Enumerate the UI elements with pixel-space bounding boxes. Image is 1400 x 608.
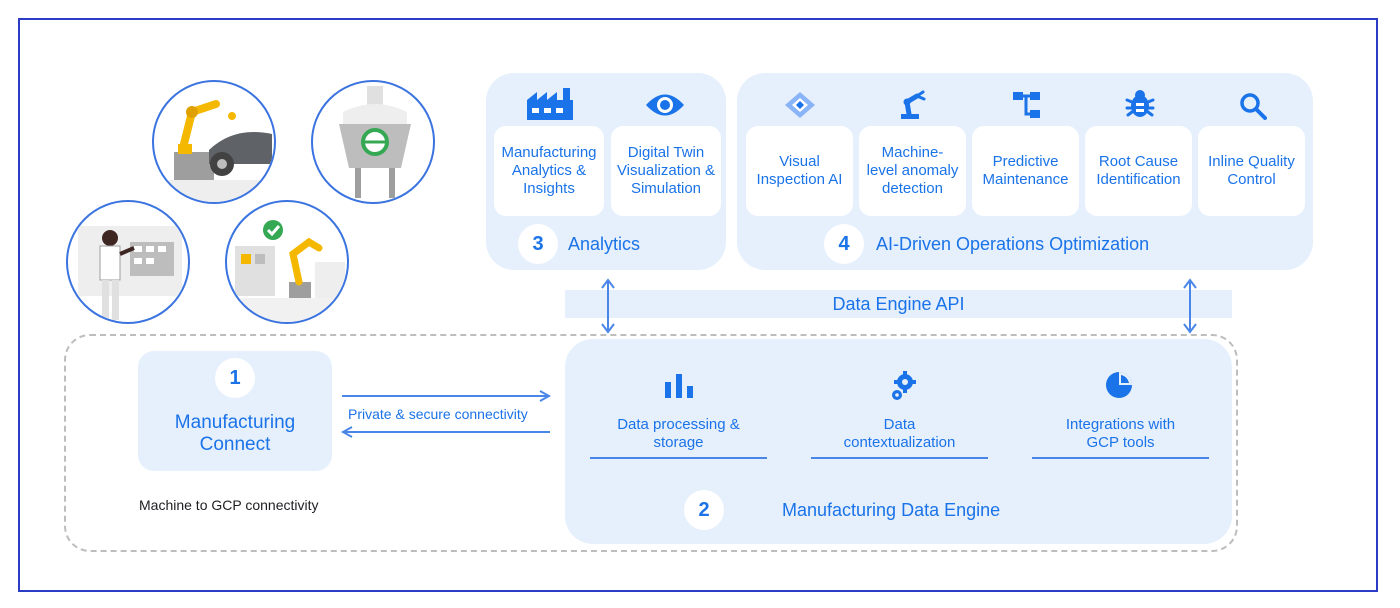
bar-chart-icon <box>665 374 693 398</box>
tank-machine-illustration <box>311 80 435 204</box>
card-digital-twin: Digital Twin Visualization & Simulation <box>611 126 721 216</box>
card-visual-inspection: Visual Inspection AI <box>746 126 853 216</box>
card-manufacturing-analytics: Manufacturing Analytics & Insights <box>494 126 604 216</box>
step-number-1: 1 <box>215 358 255 398</box>
api-arrow-ai-ops <box>1183 278 1197 334</box>
factory-icon <box>527 88 573 120</box>
data-engine-api-bar <box>565 290 1232 318</box>
card-predictive-maintenance: Predictive Maintenance <box>972 126 1079 216</box>
feature-data-contextualization: Data contextualization <box>843 416 956 451</box>
feature-gcp-integrations: Integrations with GCP tools <box>1065 416 1176 451</box>
robot-welding-illustration <box>152 80 276 204</box>
connectivity-caption: Machine to GCP connectivity <box>139 497 319 513</box>
step-number-2: 2 <box>684 490 724 530</box>
connectivity-link-label: Private & secure connectivity <box>348 406 528 422</box>
bug-icon <box>1125 90 1155 117</box>
pie-chart-icon <box>1106 372 1132 398</box>
manufacturing-connect-title: Manufacturing Connect <box>174 412 296 455</box>
gear-icon <box>892 371 916 400</box>
feature-data-processing: Data processing & storage <box>617 416 740 451</box>
ai-ops-title: AI-Driven Operations Optimization <box>876 234 1150 254</box>
feature-underline-2 <box>811 457 988 459</box>
feature-underline-3 <box>1032 457 1209 459</box>
analytics-title: Analytics <box>568 234 641 254</box>
diagram-frame <box>18 18 1378 592</box>
robot-assembly-illustration <box>225 200 349 324</box>
step-number-3: 3 <box>518 224 558 264</box>
hierarchy-icon <box>1013 92 1040 118</box>
connectivity-arrows <box>340 390 552 438</box>
step-number-4: 4 <box>824 224 864 264</box>
data-engine-api-label: Data Engine API <box>832 294 965 314</box>
card-inline-quality: Inline Quality Control <box>1198 126 1305 216</box>
eye-icon <box>646 94 684 116</box>
search-icon <box>1240 93 1267 120</box>
api-arrow-analytics <box>601 278 615 334</box>
inspection-diamond-icon <box>785 92 815 118</box>
card-anomaly-detection: Machine- level anomaly detection <box>859 126 966 216</box>
operator-control-panel-illustration <box>66 200 190 324</box>
data-engine-title: Manufacturing Data Engine <box>782 500 1001 520</box>
connectivity-boundary <box>64 334 1238 552</box>
robot-arm-icon <box>901 90 926 119</box>
card-root-cause: Root Cause Identification <box>1085 126 1192 216</box>
feature-underline-1 <box>590 457 767 459</box>
